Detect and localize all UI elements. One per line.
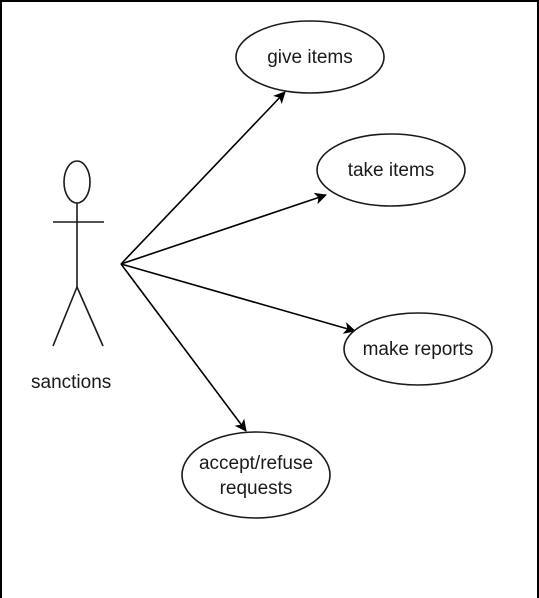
use-case-make-reports-label: make reports [363,339,474,360]
use-case-give-items-label: give items [267,47,353,68]
use-case-make-reports: make reports [343,312,493,386]
use-case-take-items-label: take items [348,160,435,181]
actor-head [63,160,91,204]
associations [120,91,356,432]
actor-right-leg [76,286,104,347]
use-case-accept-refuse-requests-label-line-2: requests [220,478,293,499]
use-case-take-items: take items [316,133,466,207]
use-case-make-reports-oval [343,312,493,386]
arrow-accept-refuse-requests [120,263,247,432]
arrow-take-items [120,192,327,265]
use-case-give-items-oval [235,20,385,94]
actor-left-leg [52,286,78,347]
actor-stick-figure [52,160,104,347]
arrow-give-items [120,91,286,265]
use-case-take-items-oval [316,133,466,207]
use-case-give-items: give items [235,20,385,94]
actor-name: sanctions [31,372,111,393]
use-case-accept-refuse-requests-label-line-1: accept/refuse [199,453,313,474]
arrow-make-reports [120,263,356,334]
use-case-accept-refuse-requests-oval [181,431,331,519]
use-case-accept-refuse-requests: accept/refuse requests [181,431,331,519]
